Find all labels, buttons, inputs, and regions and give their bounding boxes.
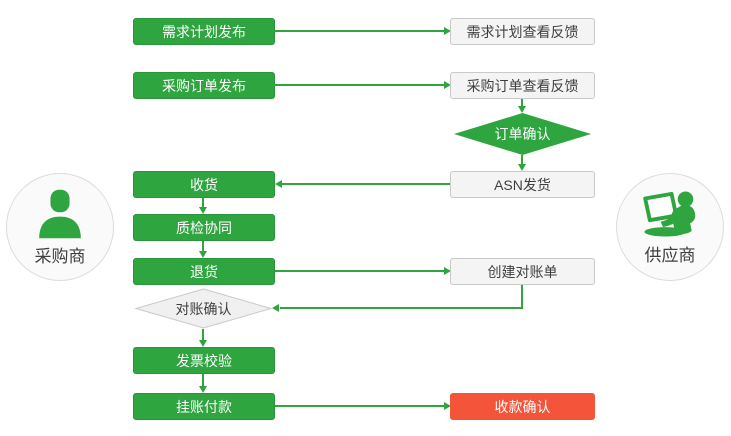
flow-line xyxy=(521,285,523,308)
arrowhead-right-icon xyxy=(444,402,451,410)
buyer-person-icon xyxy=(39,189,81,238)
node-statement-confirm: 对账确认 xyxy=(135,288,272,329)
node-asn-ship: ASN发货 xyxy=(450,171,595,198)
node-demand-plan-publish: 需求计划发布 xyxy=(133,18,275,45)
flow-line xyxy=(282,183,450,185)
node-order-confirm-label: 订单确认 xyxy=(494,126,551,142)
arrowhead-left-icon xyxy=(275,180,282,188)
flow-line xyxy=(275,270,444,272)
actor-buyer-label: 采购商 xyxy=(34,246,86,266)
node-demand-plan-feedback: 需求计划查看反馈 xyxy=(450,18,595,45)
flow-line xyxy=(202,329,204,340)
arrowhead-right-icon xyxy=(444,27,451,35)
arrowhead-down-icon xyxy=(518,106,526,113)
node-receive-goods: 收货 xyxy=(133,171,275,198)
arrowhead-right-icon xyxy=(444,267,451,275)
actor-supplier: 供应商 xyxy=(616,173,724,281)
supplier-laptop-icon xyxy=(643,191,696,236)
arrowhead-right-icon xyxy=(444,81,451,89)
node-create-statement: 创建对账单 xyxy=(450,258,595,285)
node-invoice-verify: 发票校验 xyxy=(133,347,275,374)
flow-line xyxy=(202,374,204,386)
flow-line xyxy=(280,307,523,309)
arrowhead-down-icon xyxy=(199,251,207,258)
flow-line xyxy=(202,241,204,251)
node-receipt-confirm: 收款确认 xyxy=(450,393,595,420)
actor-buyer: 采购商 xyxy=(6,173,114,281)
node-quality-check: 质检协同 xyxy=(133,214,275,241)
flow-line xyxy=(521,155,523,165)
node-po-feedback: 采购订单查看反馈 xyxy=(450,72,595,99)
node-order-confirm: 订单确认 xyxy=(454,113,591,155)
flow-line xyxy=(272,30,444,32)
diamond-shape-icon xyxy=(454,113,591,155)
flow-line xyxy=(272,84,444,86)
flow-line xyxy=(202,198,204,208)
arrowhead-down-icon xyxy=(518,164,526,171)
node-statement-confirm-label: 对账确认 xyxy=(175,300,232,317)
arrowhead-down-icon xyxy=(199,207,207,214)
arrowhead-left-icon xyxy=(272,304,279,312)
node-payment-on-account: 挂账付款 xyxy=(133,393,275,420)
flow-line xyxy=(275,405,448,407)
arrowhead-down-icon xyxy=(199,340,207,347)
node-po-publish: 采购订单发布 xyxy=(133,72,275,99)
node-return-goods: 退货 xyxy=(133,258,275,285)
flow-line xyxy=(521,99,523,107)
actor-supplier-label: 供应商 xyxy=(644,245,696,265)
arrowhead-down-icon xyxy=(199,386,207,393)
diamond-shape-icon xyxy=(135,288,272,329)
